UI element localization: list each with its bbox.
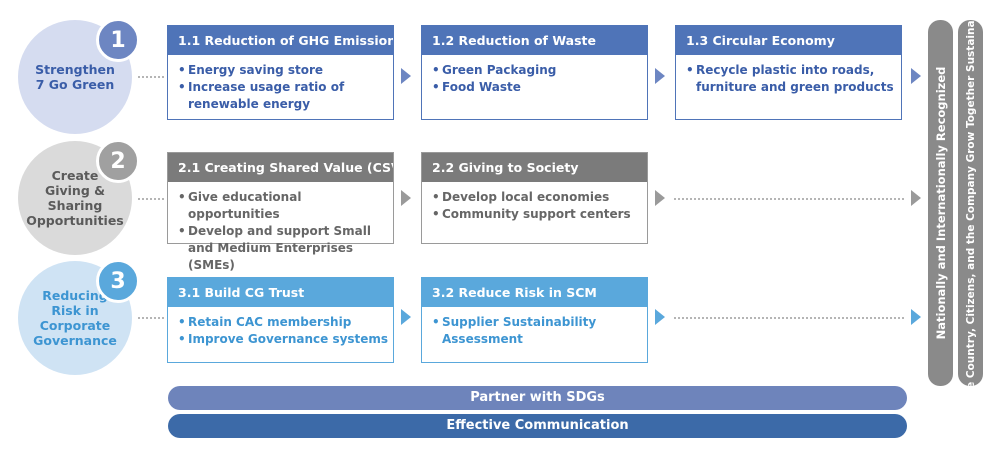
outcome-recognized-pill: Nationally and Internationally Recognize…	[928, 20, 953, 386]
box-header: 2.1 Creating Shared Value (CSV)	[168, 153, 393, 182]
arrow-right-icon	[401, 190, 411, 206]
arrow-right-icon	[401, 68, 411, 84]
pillar-1-title: Strengthen 7 Go Green	[35, 62, 115, 92]
outcome-grow-together-text: The Country, Citizens, and the Company G…	[964, 20, 977, 386]
pillar-3-number-badge: 3	[96, 259, 140, 303]
outcome-grow-together-pill: The Country, Citizens, and the Company G…	[958, 20, 983, 386]
partner-with-sdgs-bar: Partner with SDGs	[168, 386, 907, 410]
bullet-item: Food Waste	[432, 79, 647, 96]
arrow-right-icon	[655, 68, 665, 84]
box-reduce-risk-scm: 3.2 Reduce Risk in SCM Supplier Sustaina…	[421, 277, 648, 363]
connector-dots	[674, 317, 904, 319]
connector-dots	[138, 198, 164, 200]
arrow-right-icon	[401, 309, 411, 325]
box-giving-to-society: 2.2 Giving to Society Develop local econ…	[421, 152, 648, 244]
connector-dots	[674, 198, 904, 200]
pillar-2-circle: Create Giving & Sharing Opportunities	[18, 141, 132, 255]
box-ghg-emission: 1.1 Reduction of GHG Emission Energy sav…	[167, 25, 394, 120]
box-header: 1.3 Circular Economy	[676, 26, 901, 55]
box-reduction-of-waste: 1.2 Reduction of Waste Green Packaging F…	[421, 25, 648, 120]
bullet-item: Increase usage ratio of renewable energy	[178, 79, 393, 113]
pillar-2-title: Create Giving & Sharing Opportunities	[26, 168, 124, 228]
bullet-item: Energy saving store	[178, 62, 393, 79]
arrow-right-icon	[911, 309, 921, 325]
arrow-right-icon	[911, 190, 921, 206]
bullet-item: Community support centers	[432, 206, 647, 223]
box-header: 3.1 Build CG Trust	[168, 278, 393, 307]
box-header: 2.2 Giving to Society	[422, 153, 647, 182]
arrow-right-icon	[655, 190, 665, 206]
box-creating-shared-value: 2.1 Creating Shared Value (CSV) Give edu…	[167, 152, 394, 272]
bullet-item: Give educational opportunities	[178, 189, 393, 223]
box-header: 1.1 Reduction of GHG Emission	[168, 26, 393, 55]
pillar-2-number-badge: 2	[96, 139, 140, 183]
pillar-1-number-badge: 1	[96, 18, 140, 62]
box-header: 1.2 Reduction of Waste	[422, 26, 647, 55]
effective-communication-bar: Effective Communication	[168, 414, 907, 438]
bullet-item: Improve Governance systems	[178, 331, 393, 348]
bullet-item: Develop and support Small and Medium Ent…	[178, 223, 393, 274]
bullet-item: Green Packaging	[432, 62, 647, 79]
bullet-item: Develop local economies	[432, 189, 647, 206]
connector-dots	[138, 76, 164, 78]
arrow-right-icon	[911, 68, 921, 84]
box-circular-economy: 1.3 Circular Economy Recycle plastic int…	[675, 25, 902, 120]
connector-dots	[138, 317, 164, 319]
bullet-item: Recycle plastic into roads, furniture an…	[686, 62, 901, 96]
pillar-3-title: Reducing Risk in Corporate Governance	[33, 288, 117, 348]
arrow-right-icon	[655, 309, 665, 325]
bullet-item: Supplier Sustainability Assessment	[432, 314, 647, 348]
box-build-cg-trust: 3.1 Build CG Trust Retain CAC membership…	[167, 277, 394, 363]
box-header: 3.2 Reduce Risk in SCM	[422, 278, 647, 307]
bullet-item: Retain CAC membership	[178, 314, 393, 331]
outcome-recognized-text: Nationally and Internationally Recognize…	[933, 66, 948, 340]
